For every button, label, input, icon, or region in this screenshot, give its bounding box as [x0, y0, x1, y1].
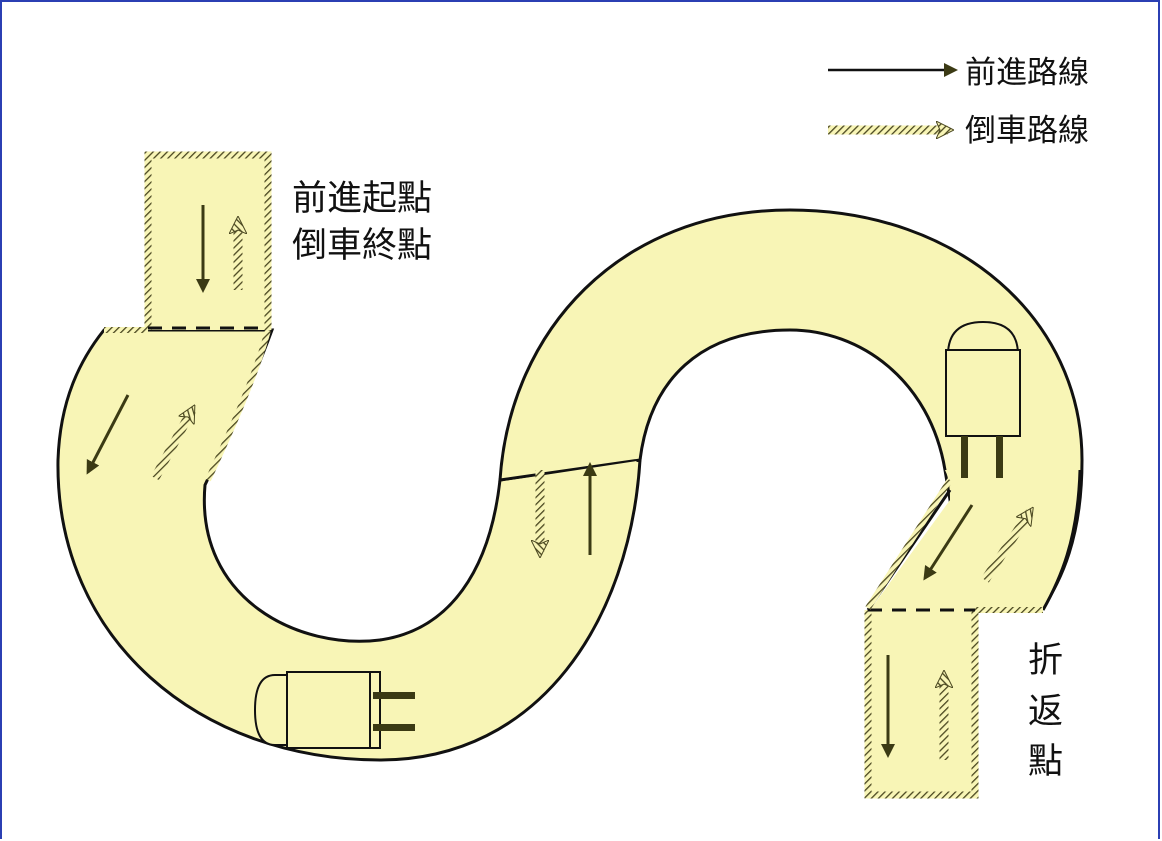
turn-bay	[864, 478, 1043, 799]
right-road-segment	[498, 208, 1084, 612]
turn-label-char2: 返	[1028, 692, 1063, 732]
legend: 前進路線 倒車路線	[828, 55, 1089, 149]
start-bay	[104, 151, 272, 482]
turn-label-char3: 點	[1028, 742, 1063, 782]
forward-arrow	[923, 504, 974, 581]
left-road-segment	[56, 328, 642, 762]
car-icon-right	[945, 320, 1021, 478]
car-icon-left	[253, 671, 415, 749]
legend-reverse-label: 倒車路線	[965, 113, 1089, 149]
forward-arrows	[86, 205, 974, 758]
start-label-line2: 倒車終點	[292, 226, 432, 266]
reverse-arrows	[151, 222, 1030, 760]
reverse-arrow	[151, 410, 192, 481]
start-label-line1: 前進起點	[292, 179, 432, 219]
turn-connector	[870, 470, 1080, 610]
reverse-arrow	[981, 512, 1030, 583]
forward-arrow	[86, 394, 130, 475]
turn-label-char1: 折	[1028, 641, 1063, 681]
legend-forward-label: 前進路線	[965, 55, 1089, 91]
